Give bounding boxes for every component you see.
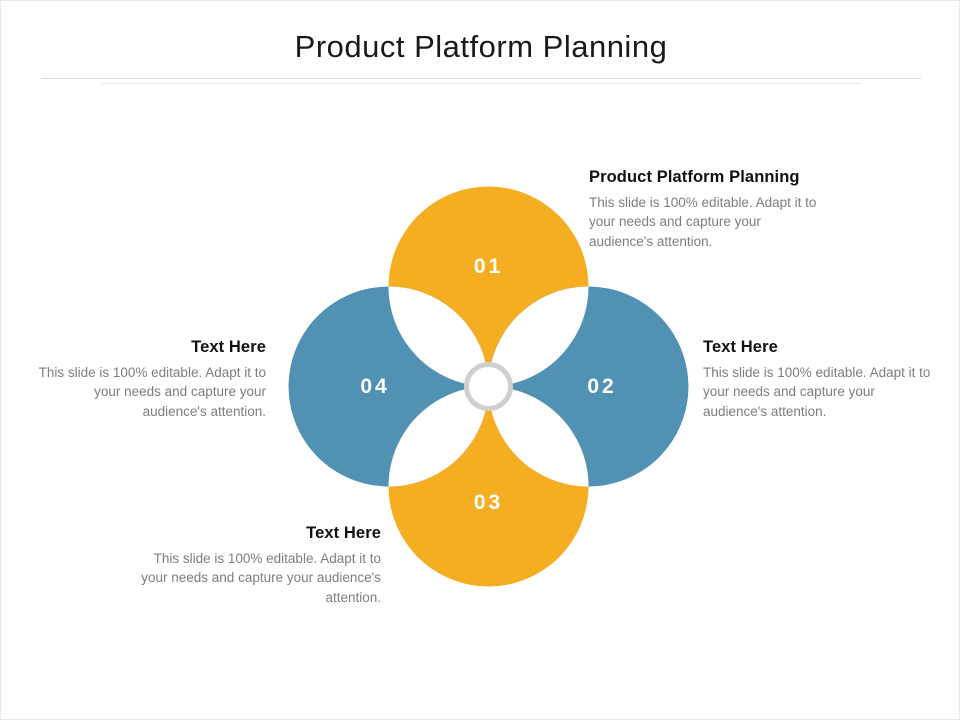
center-ring-icon <box>464 362 513 411</box>
text-block-04-heading: Text Here <box>191 338 266 356</box>
petal-04-number: 04 <box>360 375 389 398</box>
text-block-02: Text Here This slide is 100% editable. A… <box>703 338 935 421</box>
text-block-01: Product Platform Planning This slide is … <box>589 168 849 251</box>
page-title: Product Platform Planning <box>294 29 668 64</box>
text-block-02-heading: Text Here <box>703 338 778 356</box>
text-block-01-body: This slide is 100% editable. Adapt it to… <box>589 194 817 249</box>
petal-01-number: 01 <box>474 255 503 278</box>
text-block-03-heading: Text Here <box>306 524 381 542</box>
text-block-04: Text Here This slide is 100% editable. A… <box>29 338 266 421</box>
title-divider-outer <box>41 78 921 79</box>
petal-04-shape <box>288 286 489 487</box>
petal-03-number: 03 <box>474 491 503 514</box>
petal-02-number: 02 <box>587 375 616 398</box>
four-petal-diagram: 01 02 03 04 <box>271 169 706 604</box>
text-block-02-body: This slide is 100% editable. Adapt it to… <box>703 364 931 419</box>
text-block-01-heading: Product Platform Planning <box>589 168 800 186</box>
text-block-03: Text Here This slide is 100% editable. A… <box>141 524 381 607</box>
title-divider-inner <box>101 83 861 84</box>
text-block-03-body: This slide is 100% editable. Adapt it to… <box>141 550 381 605</box>
text-block-04-body: This slide is 100% editable. Adapt it to… <box>38 364 266 419</box>
